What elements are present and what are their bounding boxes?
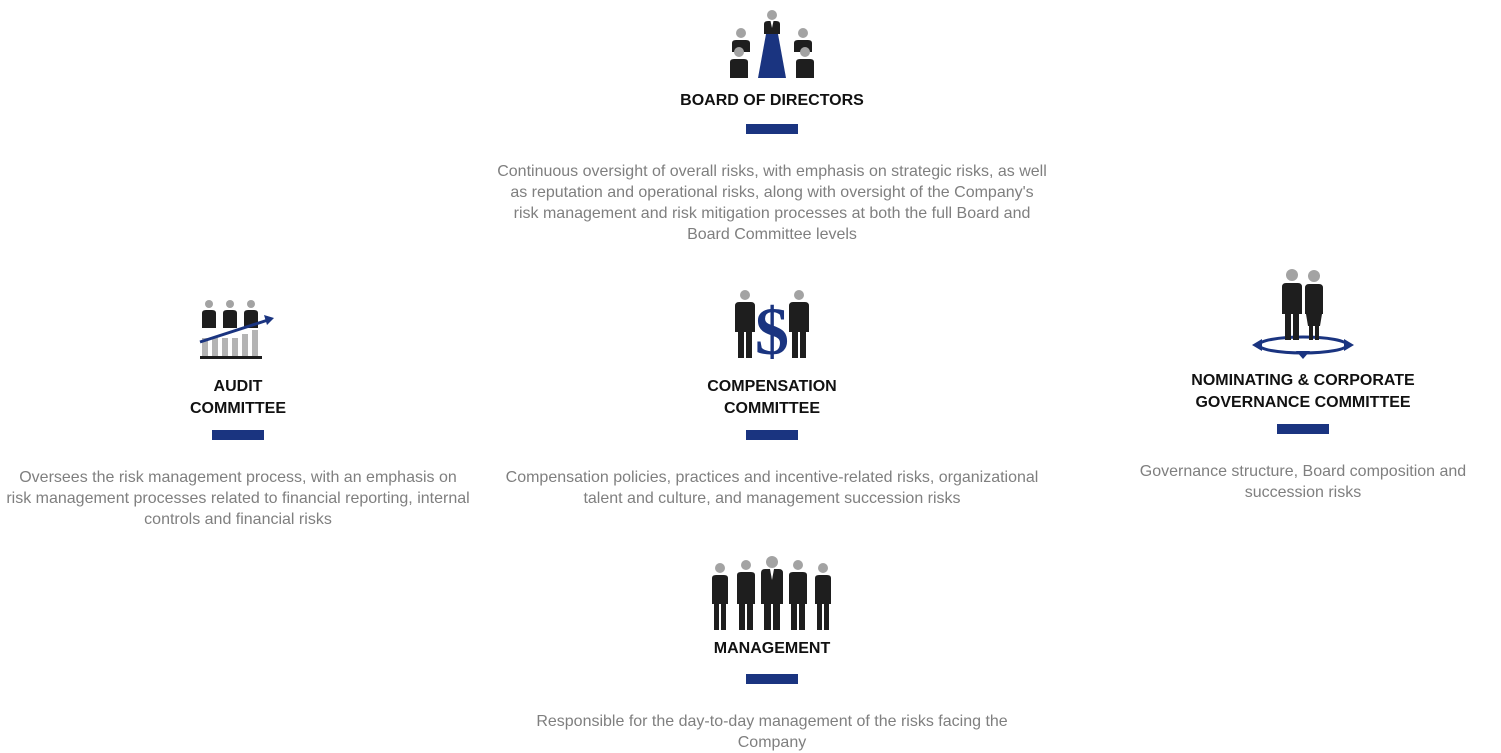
management-description: Responsible for the day-to-day managemen… bbox=[536, 713, 1008, 751]
governance-arrows-icon bbox=[1252, 269, 1354, 359]
board-meeting-icon bbox=[730, 10, 814, 78]
board-title: BOARD OF DIRECTORS bbox=[680, 92, 864, 109]
board-of-directors-section: BOARD OF DIRECTORS Continuous oversight … bbox=[496, 6, 1048, 245]
compensation-title: COMPENSATION COMMITTEE bbox=[707, 378, 837, 417]
audit-description: Oversees the risk management process, wi… bbox=[6, 469, 470, 528]
management-accent-bar bbox=[746, 674, 798, 684]
svg-text:$: $ bbox=[755, 293, 789, 362]
nominating-description: Governance structure, Board composition … bbox=[1139, 463, 1467, 501]
dollar-people-icon: $ bbox=[735, 290, 809, 362]
board-description: Continuous oversight of overall risks, w… bbox=[497, 163, 1047, 243]
audit-committee-section: AUDIT COMMITTEE Oversees the risk manage… bbox=[5, 298, 471, 530]
audit-title: AUDIT COMMITTEE bbox=[190, 378, 286, 417]
nominating-accent-bar bbox=[1277, 424, 1329, 434]
management-team-icon bbox=[712, 556, 831, 630]
board-accent-bar bbox=[746, 124, 798, 134]
compensation-accent-bar bbox=[746, 430, 798, 440]
compensation-description: Compensation policies, practices and inc… bbox=[505, 469, 1039, 507]
audit-growth-icon bbox=[199, 300, 274, 359]
nominating-title: NOMINATING & CORPORATE GOVERNANCE COMMIT… bbox=[1191, 372, 1415, 411]
compensation-committee-section: $ COMPENSATION COMMITTEE Compensation po… bbox=[502, 288, 1042, 509]
nominating-governance-section: NOMINATING & CORPORATE GOVERNANCE COMMIT… bbox=[1100, 268, 1501, 503]
management-section: MANAGEMENT Responsible for the day-to-da… bbox=[500, 556, 1044, 753]
audit-accent-bar bbox=[212, 430, 264, 440]
management-title: MANAGEMENT bbox=[713, 640, 831, 657]
